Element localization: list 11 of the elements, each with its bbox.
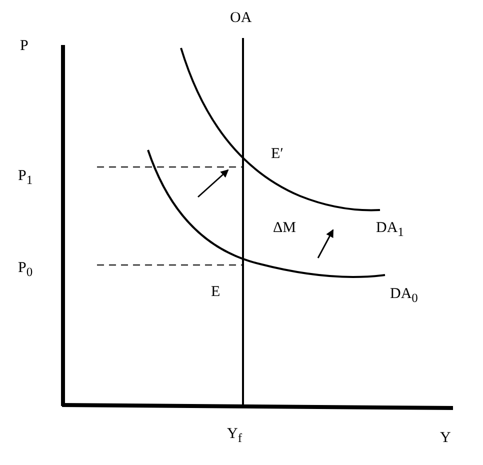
tick-label: P$_{0}$ xyxy=(18,260,33,280)
tick-label: P$_{1}$ xyxy=(18,168,33,188)
curve-label: DA$_{0}$ xyxy=(390,286,418,306)
axis-label: Y xyxy=(440,430,451,446)
point-label: E xyxy=(211,284,220,300)
curve-label: DA$_{1}$ xyxy=(376,220,404,240)
axis-label: P xyxy=(20,38,28,54)
axis-label: OA xyxy=(230,10,252,26)
region-label: ΔM xyxy=(273,220,296,236)
tick-label: Y$_{f}$ xyxy=(227,426,242,446)
point-label: E′ xyxy=(271,146,284,162)
